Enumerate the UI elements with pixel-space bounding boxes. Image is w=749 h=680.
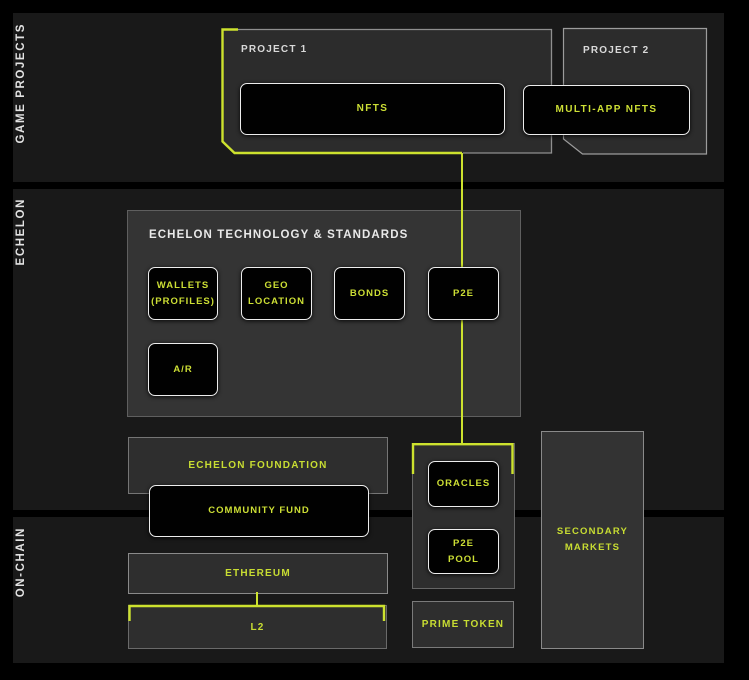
community-fund-node: COMMUNITY FUND xyxy=(149,485,369,537)
community-fund-label: COMMUNITY FUND xyxy=(208,505,310,517)
ar-node: A/R xyxy=(148,343,218,396)
secondary-markets-label: SECONDARY MARKETS xyxy=(556,525,629,553)
p2e-pool-label: P2E POOL xyxy=(448,537,479,565)
echelon-foundation-label: ECHELON FOUNDATION xyxy=(188,460,328,471)
p2e-pool-node: P2E POOL xyxy=(428,529,499,574)
wallets-profiles-node: WALLETS (PROFILES) xyxy=(148,267,218,320)
l2-label: L2 xyxy=(250,621,265,633)
project2-title: PROJECT 2 xyxy=(583,45,650,56)
oracles-node: ORACLES xyxy=(428,461,499,507)
band-label-echelon: ECHELON xyxy=(15,198,27,266)
oracles-label: ORACLES xyxy=(436,478,491,490)
geo-location-label: GEO LOCATION xyxy=(248,279,305,307)
wallets-profiles-label: WALLETS (PROFILES) xyxy=(151,279,215,307)
multi-app-nfts-node: MULTI-APP NFTS xyxy=(523,85,690,135)
bonds-node: BONDS xyxy=(334,267,405,320)
nfts-node: NFTS xyxy=(240,83,505,135)
bonds-label: BONDS xyxy=(349,287,390,299)
ar-label: A/R xyxy=(173,363,193,375)
band-label-on-chain: ON-CHAIN xyxy=(15,527,27,598)
prime-token-label: PRIME TOKEN xyxy=(421,619,505,630)
p2e-node: P2E xyxy=(428,267,499,320)
nfts-node-label: NFTS xyxy=(356,102,389,114)
prime-token-panel: PRIME TOKEN xyxy=(412,601,514,648)
p2e-label: P2E xyxy=(453,287,474,299)
ethereum-panel: ETHEREUM xyxy=(128,553,388,594)
geo-location-node: GEO LOCATION xyxy=(241,267,312,320)
l2-panel: L2 xyxy=(128,605,387,649)
band-label-game-projects: GAME PROJECTS xyxy=(15,23,27,144)
ethereum-label: ETHEREUM xyxy=(225,568,291,579)
project1-title: PROJECT 1 xyxy=(241,44,308,55)
echelon-tech-title: ECHELON TECHNOLOGY & STANDARDS xyxy=(149,229,409,241)
multi-app-nfts-node-label: MULTI-APP NFTS xyxy=(555,103,658,115)
secondary-markets-panel: SECONDARY MARKETS xyxy=(541,431,644,649)
